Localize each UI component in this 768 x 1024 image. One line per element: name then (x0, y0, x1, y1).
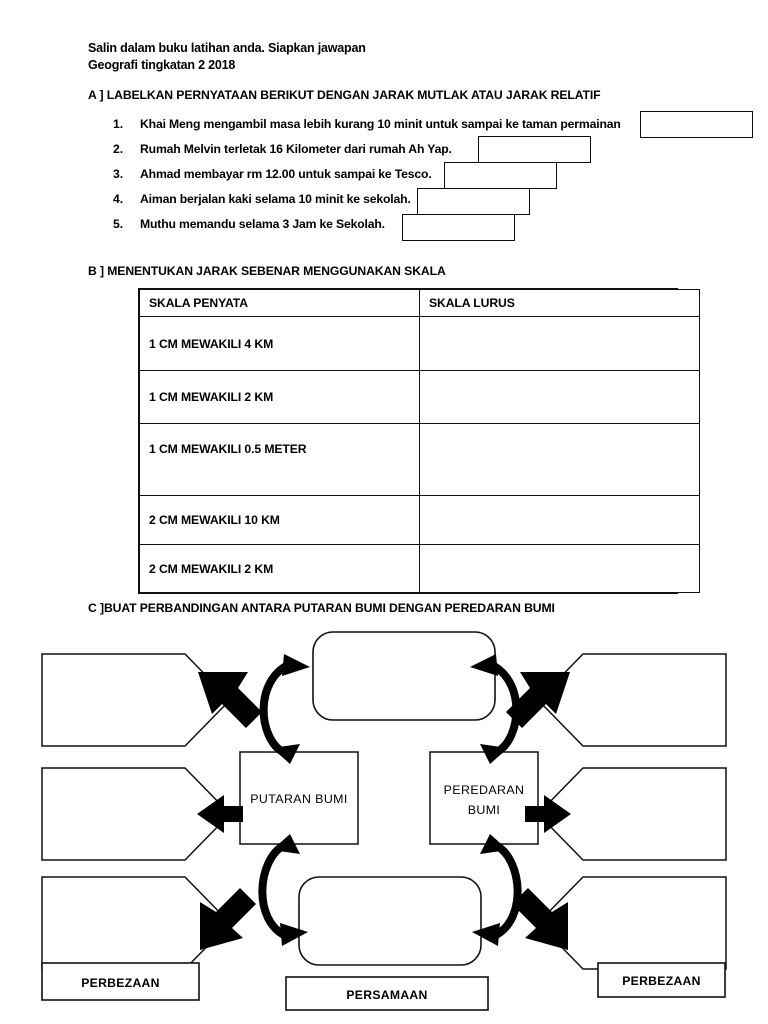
bottom-rounded-box[interactable] (298, 876, 482, 966)
table-header-row: SKALA PENYATA SKALA LURUS (139, 289, 700, 317)
cell-skala-penyata: 1 CM MEWAKILI 2 KM (139, 370, 420, 424)
bottom-label-left: PERBEZAAN (81, 976, 160, 990)
cell-skala-lurus[interactable] (419, 370, 700, 424)
bottom-label-center: PERSAMAAN (346, 988, 427, 1002)
arrow-peredaran-to-right-pentagon-1 (506, 672, 570, 728)
list-item-text: Rumah Melvin terletak 16 Kilometer dari … (140, 142, 452, 156)
list-item-number: 4. (113, 192, 124, 206)
putaran-bumi-box[interactable] (239, 751, 359, 845)
putaran-bumi-label: PUTARAN BUMI (250, 792, 348, 806)
left-pentagon-1[interactable] (41, 653, 232, 747)
list-item-number: 2. (113, 142, 124, 156)
right-pentagon-1[interactable] (536, 653, 727, 747)
curved-arrow-peredaran-to-bottom-box (472, 834, 522, 946)
table-row: 2 CM MEWAKILI 10 KM (139, 495, 700, 545)
peredaran-bumi-box[interactable] (429, 751, 539, 845)
answer-box-2[interactable] (478, 136, 591, 163)
header-line-1: Salin dalam buku latihan anda. Siapkan j… (88, 41, 366, 55)
section-b-heading: B ] MENENTUKAN JARAK SEBENAR MENGGUNAKAN… (88, 264, 446, 278)
table-row: 1 CM MEWAKILI 4 KM (139, 316, 700, 371)
arrow-putaran-to-left-pentagon-2 (197, 795, 243, 833)
right-pentagon-2[interactable] (536, 767, 727, 861)
answer-box-5[interactable] (402, 214, 515, 241)
table-row: 2 CM MEWAKILI 2 KM (139, 544, 700, 593)
list-item-text: Muthu memandu selama 3 Jam ke Sekolah. (140, 217, 385, 231)
left-pentagon-2[interactable] (41, 767, 232, 861)
header-line-2: Geografi tingkatan 2 2018 (88, 58, 236, 72)
curved-arrow-putaran-to-top-box (259, 654, 310, 764)
arrow-peredaran-to-right-pentagon-3 (512, 888, 568, 950)
cell-skala-penyata: 1 CM MEWAKILI 4 KM (139, 316, 420, 371)
arrow-putaran-to-left-pentagon-3 (200, 888, 256, 950)
section-a-heading: A ] LABELKAN PERNYATAAN BERIKUT DENGAN J… (88, 88, 601, 102)
comparison-diagram: PUTARAN BUMI PEREDARAN BUMI (0, 620, 768, 1024)
answer-box-4[interactable] (417, 188, 530, 215)
bottom-label-box-right[interactable] (597, 962, 726, 998)
answer-box-3[interactable] (444, 162, 557, 189)
cell-skala-penyata: 2 CM MEWAKILI 2 KM (139, 544, 420, 593)
cell-skala-lurus[interactable] (419, 495, 700, 545)
answer-box-1[interactable] (640, 111, 753, 138)
bottom-label-box-left[interactable] (41, 962, 200, 1001)
column-header-skala-lurus: SKALA LURUS (419, 289, 700, 317)
peredaran-bumi-label-line-2: BUMI (468, 803, 501, 817)
cell-skala-penyata: 2 CM MEWAKILI 10 KM (139, 495, 420, 545)
list-item-text: Khai Meng mengambil masa lebih kurang 10… (140, 117, 621, 131)
cell-skala-lurus[interactable] (419, 316, 700, 371)
arrow-putaran-to-left-pentagon-1 (198, 672, 262, 728)
section-c-heading: C ]BUAT PERBANDINGAN ANTARA PUTARAN BUMI… (88, 601, 555, 615)
list-item-number: 1. (113, 117, 124, 131)
column-header-skala-penyata: SKALA PENYATA (139, 289, 420, 317)
cell-skala-penyata: 1 CM MEWAKILI 0.5 METER (139, 423, 420, 496)
bottom-label-right: PERBEZAAN (622, 974, 701, 988)
cell-skala-lurus[interactable] (419, 544, 700, 593)
curved-arrow-putaran-to-bottom-box (258, 834, 308, 946)
table-row: 1 CM MEWAKILI 2 KM (139, 370, 700, 424)
bottom-label-box-center[interactable] (285, 976, 489, 1011)
list-item-number: 5. (113, 217, 124, 231)
list-item-text: Ahmad membayar rm 12.00 untuk sampai ke … (140, 167, 432, 181)
cell-skala-lurus[interactable] (419, 423, 700, 496)
peredaran-bumi-label-line-1: PEREDARAN (444, 783, 525, 797)
table-row: 1 CM MEWAKILI 0.5 METER (139, 423, 700, 496)
scale-table: SKALA PENYATA SKALA LURUS 1 CM MEWAKILI … (138, 288, 700, 594)
list-item-number: 3. (113, 167, 124, 181)
top-rounded-box[interactable] (312, 631, 496, 721)
curved-arrow-peredaran-to-top-box (470, 654, 521, 764)
arrow-peredaran-to-right-pentagon-2 (525, 795, 571, 833)
list-item-text: Aiman berjalan kaki selama 10 minit ke s… (140, 192, 411, 206)
